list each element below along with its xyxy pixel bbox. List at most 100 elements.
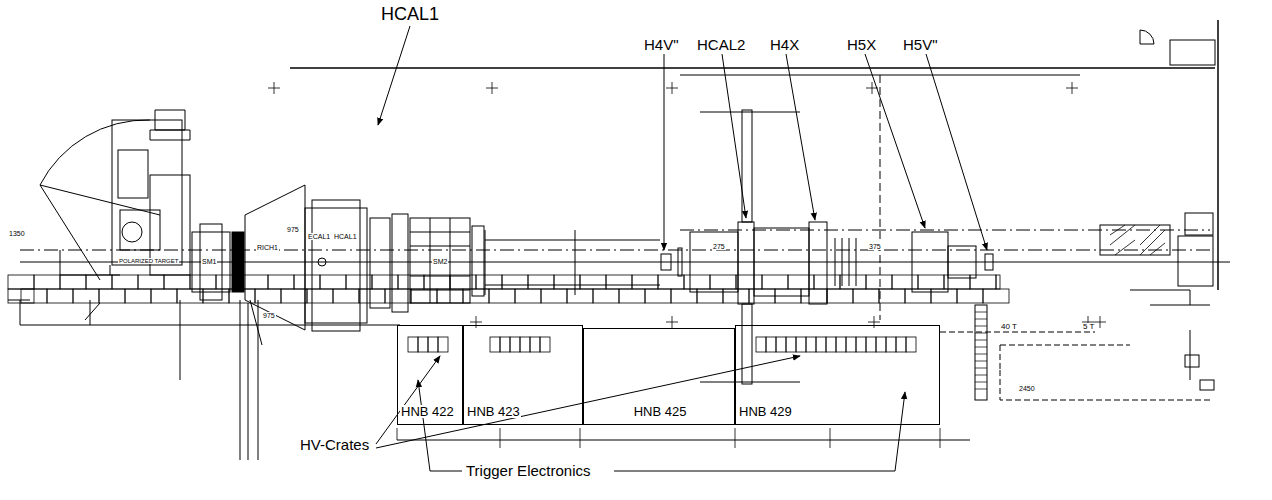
- hv-crate: [846, 337, 856, 352]
- part-name: SM2: [432, 258, 448, 265]
- shield-brick: [827, 289, 853, 303]
- shield-brick: [489, 289, 515, 303]
- shield-brick: [125, 289, 151, 303]
- shield-brick: [320, 275, 346, 289]
- hut-box: HNB 425: [583, 328, 735, 425]
- shield-brick: [242, 275, 268, 289]
- hut-label: HNB 425: [633, 405, 688, 418]
- callout-label: H4X: [770, 37, 799, 52]
- shield-brick: [528, 275, 554, 289]
- shield-brick: [450, 275, 476, 289]
- hut-label: HNB 422: [400, 405, 455, 418]
- hv-crate: [786, 337, 796, 352]
- shield-brick: [554, 275, 580, 289]
- shield-brick: [814, 275, 840, 289]
- hut-box: HNB 422: [397, 325, 463, 425]
- shield-brick: [762, 275, 788, 289]
- shield-brick: [606, 275, 632, 289]
- shield-brick: [723, 289, 749, 303]
- shield-brick: [268, 275, 294, 289]
- callout-label: H5X: [847, 37, 876, 52]
- shield-brick: [216, 275, 242, 289]
- shield-brick: [229, 289, 255, 303]
- shield-brick: [801, 289, 827, 303]
- shield-brick: [47, 289, 73, 303]
- shield-brick: [411, 289, 437, 303]
- hv-crate: [866, 337, 876, 352]
- shield-brick: [541, 289, 567, 303]
- shield-brick: [60, 275, 86, 289]
- hv-crate: [408, 337, 418, 352]
- callout-label: H5V": [903, 37, 938, 52]
- shield-brick: [333, 289, 359, 303]
- shield-brick: [580, 275, 606, 289]
- shield-brick: [567, 289, 593, 303]
- hv-crate: [796, 337, 806, 352]
- shield-brick: [619, 289, 645, 303]
- shield-brick: [346, 275, 372, 289]
- shield-brick: [34, 275, 60, 289]
- shield-brick: [177, 289, 203, 303]
- hv-crate: [428, 337, 438, 352]
- hv-crate: [540, 337, 550, 352]
- shield-brick: [515, 289, 541, 303]
- hv-crates: [408, 337, 916, 352]
- hv-crate: [816, 337, 826, 352]
- hut-box: HNB 423: [463, 325, 583, 425]
- hv-crate: [490, 337, 500, 352]
- shield-brick: [983, 289, 1009, 303]
- hv-crate: [766, 337, 776, 352]
- shield-brick: [931, 289, 957, 303]
- load-note: 5 T: [1082, 323, 1095, 331]
- shield-brick: [684, 275, 710, 289]
- hv-crate: [510, 337, 520, 352]
- shield-brick: [307, 289, 333, 303]
- shield-brick: [281, 289, 307, 303]
- hut-label: HNB 429: [738, 405, 793, 418]
- shield-brick: [164, 275, 190, 289]
- shield-brick: [736, 275, 762, 289]
- shield-brick: [775, 289, 801, 303]
- shield-brick: [424, 275, 450, 289]
- shield-brick: [138, 275, 164, 289]
- shield-brick: [892, 275, 918, 289]
- hv-crate: [856, 337, 866, 352]
- shield-brick: [957, 289, 983, 303]
- shield-brick: [840, 275, 866, 289]
- shield-brick: [190, 275, 216, 289]
- hv-crate: [418, 337, 428, 352]
- callout-label: HCAL1: [381, 5, 439, 23]
- dimension: 275: [712, 243, 726, 250]
- shield-brick: [476, 275, 502, 289]
- shield-brick: [372, 275, 398, 289]
- shield-wall: [8, 275, 1009, 303]
- dimension: 2450: [1018, 385, 1036, 392]
- dimension: 1350: [8, 230, 26, 237]
- hv-crate: [438, 337, 448, 352]
- hut-box: HNB 429: [735, 325, 940, 425]
- hut-label: HNB 423: [466, 405, 521, 418]
- part-name: POLARIZED TARGET: [118, 258, 179, 264]
- shield-brick: [203, 289, 229, 303]
- load-note: 40 T: [1000, 323, 1018, 331]
- callout-label: Trigger Electronics: [466, 463, 590, 478]
- shield-brick: [73, 289, 99, 303]
- part-name: HCAL1: [333, 233, 358, 240]
- shield-brick: [632, 275, 658, 289]
- callout-label: HV-Crates: [300, 437, 369, 452]
- shield-brick: [905, 289, 931, 303]
- shield-brick: [385, 289, 411, 303]
- shield-brick: [996, 275, 1000, 289]
- callout-label: H4V": [644, 37, 679, 52]
- hv-crate: [886, 337, 896, 352]
- shield-brick: [710, 275, 736, 289]
- shield-brick: [463, 289, 489, 303]
- hv-crate: [806, 337, 816, 352]
- shield-brick: [21, 289, 47, 303]
- shield-brick: [359, 289, 385, 303]
- dimension: 975: [286, 226, 300, 233]
- hv-crate: [756, 337, 766, 352]
- hv-crate: [530, 337, 540, 352]
- shield-brick: [255, 289, 281, 303]
- shield-brick: [918, 275, 944, 289]
